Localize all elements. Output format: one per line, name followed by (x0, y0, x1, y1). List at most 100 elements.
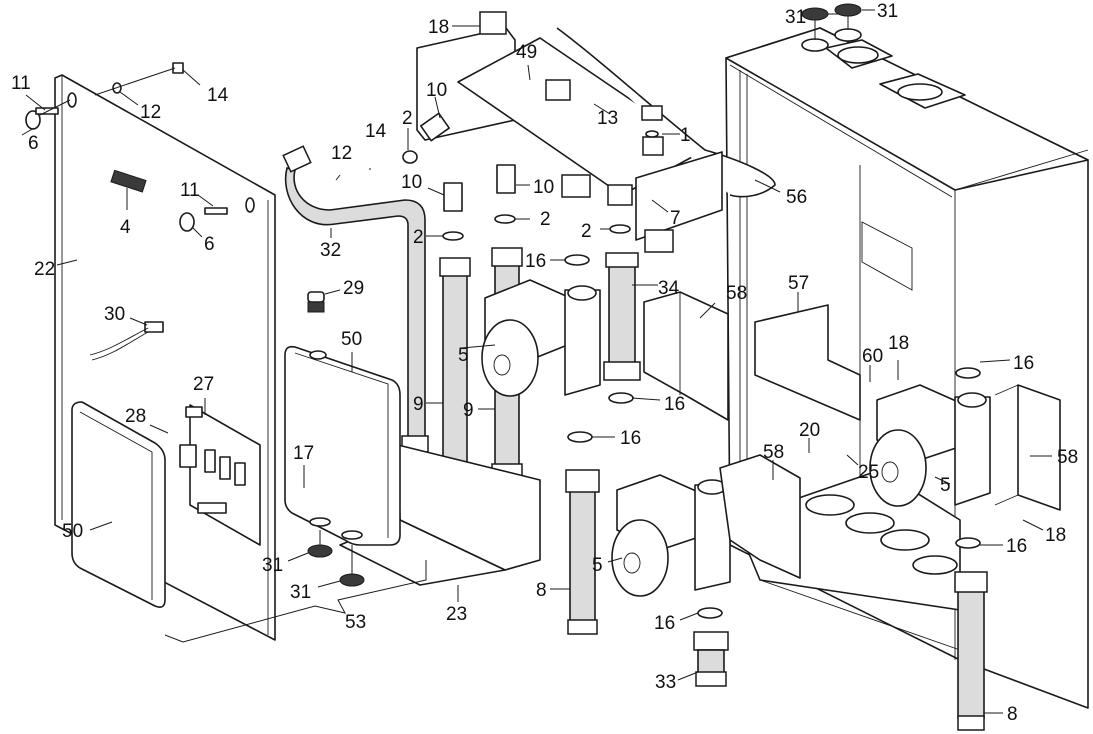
label-17: 17 (293, 443, 314, 464)
label-2c: 2 (540, 209, 551, 230)
screw-11-mid (204, 207, 228, 215)
control-box (284, 345, 401, 546)
label-18b: 18 (888, 333, 909, 354)
label-16c: 16 (620, 428, 641, 449)
label-5a: 5 (458, 345, 469, 366)
cable-gland-29 (307, 291, 325, 313)
label-12a: 12 (140, 102, 161, 123)
label-58b: 58 (763, 442, 784, 463)
gasket-16-f (955, 537, 981, 549)
grommet-31-a (307, 544, 333, 558)
label-10c: 10 (533, 177, 554, 198)
fitting-10-angled (420, 112, 450, 142)
label-31c: 31 (785, 7, 806, 28)
fitting-10-left (443, 182, 463, 212)
gasket-2-angled (402, 150, 418, 164)
knob-6-mid (179, 212, 195, 232)
circuit-board (179, 404, 261, 546)
gasket-2-left (442, 231, 464, 241)
label-27: 27 (193, 374, 214, 395)
label-56: 56 (786, 187, 807, 208)
label-50a: 50 (62, 521, 83, 542)
label-6a: 6 (28, 133, 39, 154)
label-16f: 16 (1006, 536, 1027, 557)
label-1: 1 (680, 125, 691, 146)
cabinet-housing (725, 27, 1089, 709)
pipe-8-center (565, 469, 600, 635)
label-11b: 11 (180, 180, 200, 201)
label-25: 25 (858, 462, 879, 483)
label-7: 7 (670, 208, 681, 229)
pump-lower-center (611, 474, 731, 597)
label-30: 30 (104, 304, 125, 325)
plug-13 (641, 105, 663, 121)
label-57: 57 (788, 273, 809, 294)
grommet-31-b (339, 573, 365, 587)
label-28: 28 (125, 406, 146, 427)
pump-upper-center (481, 279, 601, 397)
label-16d: 16 (654, 613, 675, 634)
pipe-8-right (954, 571, 988, 731)
pump-right (869, 384, 991, 507)
label-10a: 10 (426, 80, 447, 101)
cable-connector (89, 321, 164, 361)
fitting-10-right (496, 164, 516, 194)
label-31d: 31 (877, 1, 898, 22)
pump-bracket-58-center (643, 291, 729, 421)
gasket-16-a (564, 254, 590, 266)
label-22: 22 (34, 259, 55, 280)
label-2a: 2 (402, 108, 413, 129)
pipe-34 (603, 252, 641, 381)
label-50b: 50 (341, 329, 362, 350)
label-29: 29 (343, 278, 364, 299)
label-13: 13 (597, 108, 618, 129)
seal-1 (645, 130, 659, 138)
gasket-16-d (697, 607, 723, 619)
clip-14-top (172, 62, 184, 74)
pump-bracket-58-lower (719, 454, 801, 579)
connector-33 (693, 631, 729, 687)
cover-57 (754, 304, 861, 421)
assembly-bracket-53 (164, 560, 427, 643)
label-12b: 12 (331, 143, 352, 164)
label-34: 34 (658, 278, 680, 299)
label-31b: 31 (290, 582, 311, 603)
label-14a: 14 (207, 85, 229, 106)
label-9b: 9 (463, 400, 474, 421)
gasket-2-right (494, 214, 516, 224)
gasket-16-e (955, 367, 981, 379)
label-10b: 10 (401, 172, 422, 193)
leader-lines (21, 9, 1052, 714)
label-32: 32 (320, 240, 341, 261)
part-labels: 11 6 12 14 4 11 6 22 30 27 28 50 18 49 1… (11, 1, 1078, 725)
manifold (416, 11, 776, 253)
label-4: 4 (120, 217, 131, 238)
label-2b: 2 (413, 227, 424, 248)
label-6b: 6 (204, 234, 215, 255)
gasket-16-c (567, 431, 593, 443)
label-8a: 8 (536, 580, 547, 601)
label-8b: 8 (1007, 704, 1018, 725)
label-14b: 14 (365, 121, 387, 142)
label-2d: 2 (581, 221, 592, 242)
label-53: 53 (345, 612, 366, 633)
label-11a: 11 (11, 73, 31, 94)
label-20: 20 (799, 420, 820, 441)
label-16a: 16 (525, 251, 546, 272)
gasket-16-b (608, 392, 634, 404)
label-18c: 18 (1045, 525, 1066, 546)
gasket-2-manifold (609, 224, 631, 234)
control-box-cover (71, 401, 166, 608)
label-16e: 16 (1013, 353, 1034, 374)
label-5c: 5 (940, 475, 951, 496)
label-23: 23 (446, 604, 467, 625)
pump-bracket-58-right (994, 384, 1061, 511)
label-58c: 58 (1057, 447, 1078, 468)
label-60: 60 (862, 346, 883, 367)
grommet-top-right (834, 3, 862, 17)
label-49: 49 (516, 42, 537, 63)
bent-pipe (282, 145, 429, 453)
label-18a: 18 (428, 17, 449, 38)
